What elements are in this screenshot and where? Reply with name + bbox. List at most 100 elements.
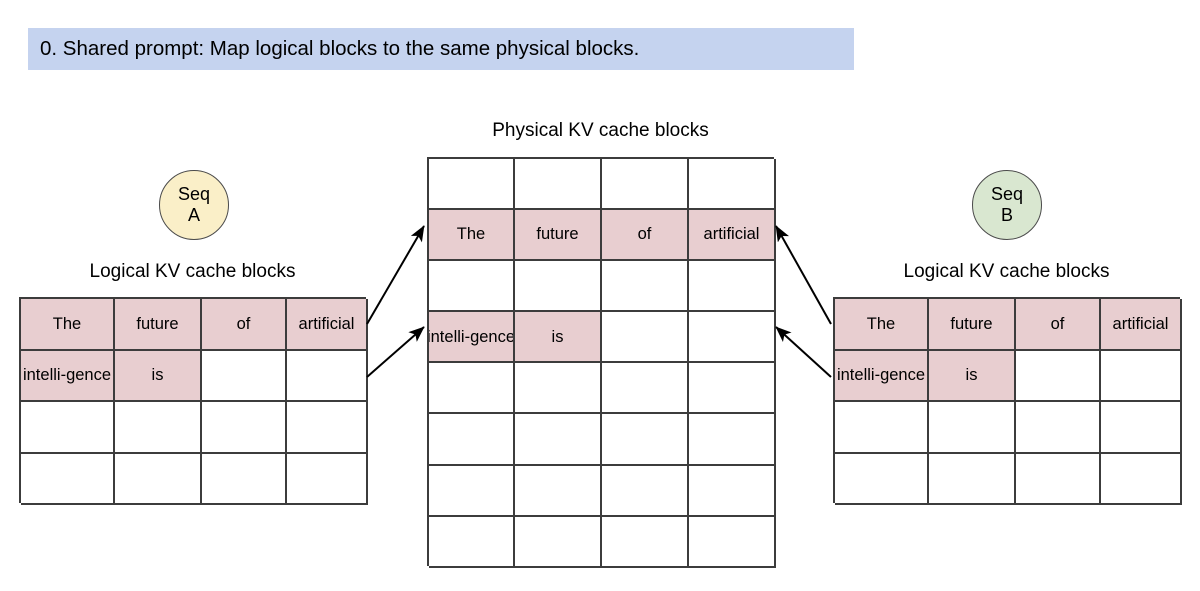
table-cell: artificial (1101, 299, 1182, 351)
cell-text: gence (66, 366, 112, 385)
table-cell (515, 159, 602, 211)
table-cell (1101, 350, 1182, 402)
cell-text: artificial (703, 225, 760, 244)
seq-b-label-line2: B (1000, 205, 1013, 225)
seq-a-label-line2: A (187, 205, 200, 225)
logical-b-table-caption: Logical KV cache blocks (903, 261, 1110, 282)
table-cell: The (835, 299, 929, 351)
table-cell: is (929, 350, 1016, 402)
table-cell: artificial (287, 299, 368, 351)
table-cell (602, 465, 689, 517)
table-cell (602, 312, 689, 364)
table-cell (602, 516, 689, 568)
cell-text: The (456, 225, 486, 244)
table-cell (21, 402, 115, 454)
table-cell (429, 465, 515, 517)
cell-text: intelli- (22, 366, 67, 385)
arrow-a-row1-to-physical-row2 (366, 225, 425, 325)
cell-text: artificial (298, 314, 355, 333)
table-cell (429, 261, 515, 313)
table-cell (515, 261, 602, 313)
table-cell (1016, 402, 1101, 454)
cell-text: is (551, 327, 564, 346)
logical-kv-table-seq-a: The future of artificial intelli-gence is (19, 297, 368, 505)
table-cell (21, 453, 115, 505)
seq-a-label-line1: Seq (177, 184, 211, 205)
table-cell (429, 414, 515, 466)
table-cell (287, 350, 368, 402)
seq-b-label-line1: Seq (990, 184, 1024, 205)
table-cell: intelli-gence (429, 312, 515, 364)
table-cell (429, 363, 515, 415)
cell-text: intelli- (836, 366, 881, 385)
cell-text: gence (880, 366, 926, 385)
table-cell (287, 453, 368, 505)
table-cell (1016, 350, 1101, 402)
table-cell (115, 402, 202, 454)
table-cell (835, 402, 929, 454)
cell-text: artificial (1112, 314, 1169, 333)
cell-text: future (950, 314, 993, 333)
table-cell (689, 516, 776, 568)
table-cell: is (515, 312, 602, 364)
cell-text: intelli- (429, 327, 471, 346)
table-cell (689, 363, 776, 415)
table-cell (602, 159, 689, 211)
cell-text: of (236, 314, 251, 333)
table-cell: intelli-gence (835, 350, 929, 402)
physical-kv-table: The future of artificial intelli-gence is (427, 157, 776, 568)
table-cell: The (21, 299, 115, 351)
arrow-a-row2-to-physical-row4 (366, 326, 425, 378)
table-cell (202, 350, 287, 402)
table-cell (202, 402, 287, 454)
cell-text: future (536, 225, 579, 244)
table-cell (515, 363, 602, 415)
arrow-b-row2-to-physical-row4 (775, 326, 832, 378)
table-cell: future (515, 210, 602, 262)
cell-text: The (866, 314, 896, 333)
table-cell (689, 312, 776, 364)
cell-text: future (136, 314, 179, 333)
table-cell: of (1016, 299, 1101, 351)
arrow-b-row1-to-physical-row2 (775, 225, 832, 325)
table-cell (602, 261, 689, 313)
table-cell (515, 465, 602, 517)
table-cell: of (602, 210, 689, 262)
table-cell (1016, 453, 1101, 505)
table-cell (202, 453, 287, 505)
table-cell (689, 159, 776, 211)
table-cell (929, 402, 1016, 454)
cell-text: of (637, 225, 652, 244)
table-cell: artificial (689, 210, 776, 262)
table-cell (515, 516, 602, 568)
table-cell (1101, 453, 1182, 505)
table-cell: is (115, 350, 202, 402)
logical-a-table-caption: Logical KV cache blocks (89, 261, 296, 282)
table-cell (429, 159, 515, 211)
table-cell: future (115, 299, 202, 351)
cell-text: of (1050, 314, 1065, 333)
cell-text: is (965, 366, 978, 385)
cell-text: The (52, 314, 82, 333)
table-cell (602, 363, 689, 415)
table-cell: of (202, 299, 287, 351)
table-cell (515, 414, 602, 466)
seq-b-badge: Seq B (972, 170, 1042, 240)
step-banner: 0. Shared prompt: Map logical blocks to … (28, 28, 854, 70)
table-cell: The (429, 210, 515, 262)
table-cell (602, 414, 689, 466)
table-cell (1101, 402, 1182, 454)
table-cell: future (929, 299, 1016, 351)
table-cell (835, 453, 929, 505)
table-cell (115, 453, 202, 505)
seq-a-badge: Seq A (159, 170, 229, 240)
table-cell (689, 261, 776, 313)
cell-text: gence (470, 327, 515, 346)
physical-table-caption: Physical KV cache blocks (492, 120, 709, 141)
table-cell (429, 516, 515, 568)
logical-kv-table-seq-b: The future of artificial intelli-gence is (833, 297, 1182, 505)
cell-text: is (151, 366, 164, 385)
table-cell (287, 402, 368, 454)
table-cell (689, 465, 776, 517)
